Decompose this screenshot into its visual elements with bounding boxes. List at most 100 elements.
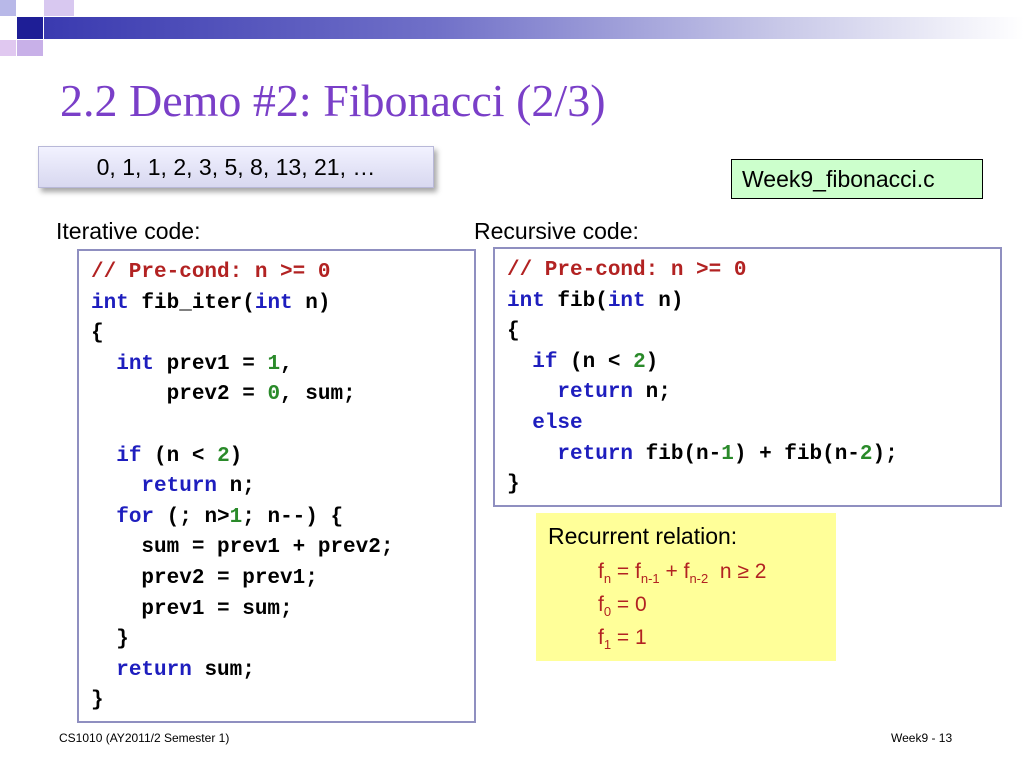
footer-course: CS1010 (AY2011/2 Semester 1) <box>59 731 230 745</box>
iter-token: for <box>116 505 155 529</box>
iter-line: } <box>91 686 474 717</box>
rec-token: // Pre-cond: n >= 0 <box>507 259 747 282</box>
rec-token: return <box>557 381 634 405</box>
header-square-7 <box>44 0 74 16</box>
rec-f0-value: = 0 <box>611 593 647 616</box>
iter-token <box>91 659 116 682</box>
rec-line: else <box>507 409 1000 440</box>
iter-token: 1 <box>267 352 281 376</box>
rec-token: 2 <box>633 350 646 374</box>
rec-sub-n: n <box>603 571 612 587</box>
iter-token: int <box>116 352 155 376</box>
rec-token: return <box>557 442 634 466</box>
rec-line: } <box>507 470 1000 501</box>
recurrence-title: Recurrent relation: <box>548 523 738 549</box>
iter-line: return sum; <box>91 656 474 687</box>
iter-line <box>91 411 474 442</box>
rec-line: return fib(n-1) + fib(n-2); <box>507 440 1000 471</box>
rec-f1-value: = 1 <box>611 626 647 649</box>
iter-token: return <box>116 658 192 682</box>
iter-token: } <box>91 628 129 652</box>
header-square-4 <box>17 17 43 39</box>
iter-token: // Pre-cond: n >= 0 <box>91 261 331 284</box>
rec-token: ); <box>872 442 898 466</box>
iter-token <box>91 475 141 498</box>
iter-line: for (; n>1; n--) { <box>91 503 474 534</box>
iter-token <box>91 445 116 468</box>
rec-token: int <box>507 289 545 313</box>
rec-token: ) + fib(n- <box>733 442 860 466</box>
rec-sub-0: 0 <box>603 604 612 620</box>
sequence-text: 0, 1, 1, 2, 3, 5, 8, 13, 21, … <box>96 153 376 180</box>
iterative-code-label: Iterative code: <box>56 218 201 244</box>
rec-token: fib( <box>544 289 608 313</box>
iter-token: fib_iter( <box>128 291 255 315</box>
rec-f: f <box>598 560 604 583</box>
header-square-3 <box>0 17 16 39</box>
iter-token: ; n--) { <box>242 505 344 529</box>
iter-line: if (n < 2) <box>91 442 474 473</box>
header-gradient-bar <box>44 17 1024 39</box>
sequence-box: 0, 1, 1, 2, 3, 5, 8, 13, 21, … <box>38 146 434 188</box>
rec-token <box>507 412 532 435</box>
iter-token: } <box>91 689 104 713</box>
slide-title: 2.2 Demo #2: Fibonacci (2/3) <box>60 75 606 126</box>
iter-line: prev1 = sum; <box>91 595 474 626</box>
iter-token: ) <box>229 444 243 468</box>
iter-token: int <box>91 291 129 315</box>
iter-line: sum = prev1 + prev2; <box>91 533 474 564</box>
rec-token: { <box>507 320 520 344</box>
rec-eq: = f <box>611 560 641 583</box>
filename-text: Week9_fibonacci.c <box>742 165 935 192</box>
iter-token: int <box>254 291 293 315</box>
rec-cond: n ≥ 2 <box>708 560 767 583</box>
rec-f1: f <box>598 626 604 649</box>
iter-token: { <box>91 322 104 346</box>
iter-token: sum = prev1 + prev2; <box>91 536 394 560</box>
rec-token <box>507 443 557 466</box>
filename-box: Week9_fibonacci.c <box>731 159 983 199</box>
rec-token: 2 <box>859 442 873 466</box>
iter-token: prev1 = <box>154 352 268 376</box>
iter-line: prev2 = prev1; <box>91 564 474 595</box>
iter-token: n; <box>217 475 255 499</box>
iter-line: // Pre-cond: n >= 0 <box>91 258 474 289</box>
iter-token: 0 <box>267 383 281 407</box>
rec-token: } <box>507 473 520 497</box>
header-square-6 <box>17 40 43 56</box>
rec-line: if (n < 2) <box>507 348 1000 379</box>
rec-token: ) <box>645 350 659 374</box>
rec-line: // Pre-cond: n >= 0 <box>507 256 1000 287</box>
iter-token: 2 <box>217 444 230 468</box>
iter-token: n) <box>292 291 331 315</box>
iter-token: prev1 = sum; <box>91 597 293 621</box>
header-square-2 <box>17 0 43 16</box>
rec-sub-n1: n-1 <box>640 571 660 587</box>
rec-token <box>507 381 557 404</box>
rec-sub-n2: n-2 <box>689 571 709 587</box>
iter-token <box>91 506 116 529</box>
rec-token: (n < <box>557 350 634 374</box>
rec-line: { <box>507 317 1000 348</box>
rec-token: if <box>532 350 558 374</box>
rec-token: int <box>607 289 646 313</box>
recurrence-line-3: f1 = 1 <box>598 626 647 652</box>
header-square-5 <box>0 40 16 56</box>
iter-token: prev2 = prev1; <box>91 566 318 590</box>
rec-token: n; <box>633 381 671 405</box>
iter-token: 1 <box>229 505 243 529</box>
iter-line: { <box>91 319 474 350</box>
rec-token: else <box>532 411 583 435</box>
rec-f0: f <box>598 593 604 616</box>
iter-token: return <box>141 475 218 499</box>
recurrence-line-1: fn = fn-1 + fn-2 n ≥ 2 <box>598 560 766 586</box>
rec-plus: + f <box>659 560 690 583</box>
iter-line: prev2 = 0, sum; <box>91 380 474 411</box>
iter-line: return n; <box>91 472 474 503</box>
iter-token <box>91 353 116 376</box>
iter-token: , <box>280 352 293 376</box>
iter-token: , sum; <box>280 383 356 407</box>
rec-token: 1 <box>721 442 734 466</box>
